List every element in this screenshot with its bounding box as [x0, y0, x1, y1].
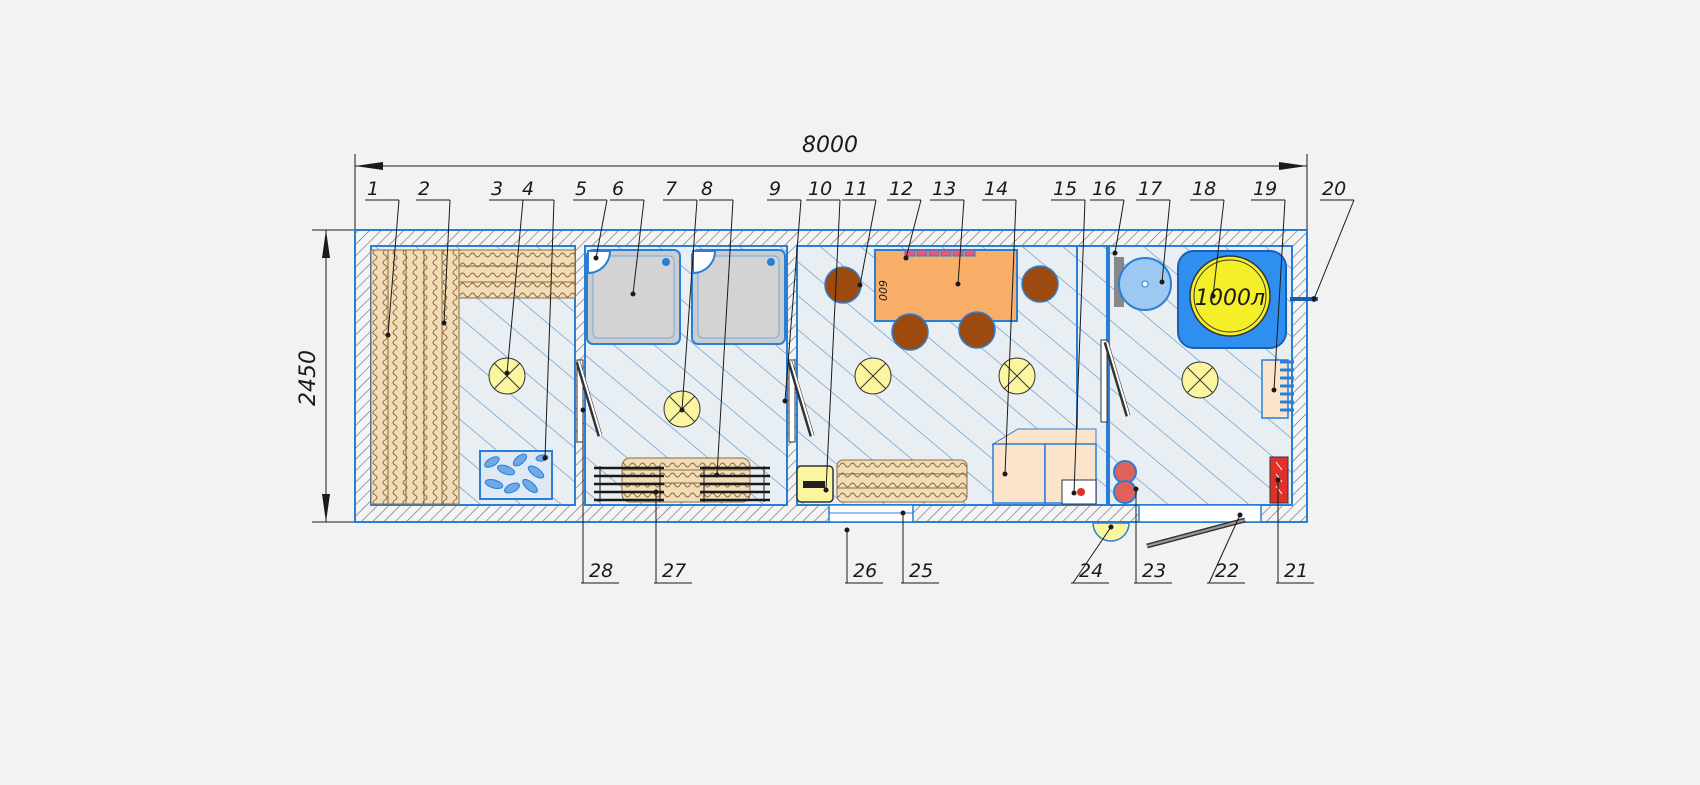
sauna-stove [479, 450, 553, 500]
callout-label: 27 [662, 560, 686, 582]
entrance-door [1138, 504, 1262, 549]
callout-2: 2 [416, 178, 451, 326]
cabinet-left [992, 443, 1046, 504]
dimension-width: 2450 [296, 229, 355, 523]
callout-14: 14 [982, 178, 1017, 477]
door-tech [1100, 339, 1131, 423]
horizontal-bench [458, 249, 576, 299]
callout-6: 6 [610, 178, 645, 297]
callout-label: 7 [665, 178, 677, 200]
callout-label: 13 [932, 178, 956, 200]
callout-22: 22 [1207, 512, 1245, 584]
dining-set: 600 [824, 249, 1059, 351]
callout-label: 3 [491, 178, 503, 200]
boiler [1114, 257, 1172, 311]
callout-3: 3 [489, 178, 524, 376]
lamp-rest-left [854, 357, 892, 395]
socket [1061, 479, 1097, 505]
callout-7: 7 [663, 178, 698, 413]
callout-9: 9 [767, 178, 802, 404]
wall-lamp [1092, 522, 1130, 542]
callout-label: 8 [701, 178, 713, 200]
callout-label: 25 [909, 560, 933, 582]
callout-label: 6 [612, 178, 624, 200]
callout-11: 11 [842, 178, 877, 288]
callout-label: 15 [1053, 178, 1077, 200]
callout-label: 17 [1138, 178, 1162, 200]
callout-24: 24 [1071, 524, 1114, 584]
callout-label: 24 [1079, 560, 1103, 582]
chair [1021, 265, 1059, 303]
callout-26: 26 [844, 527, 883, 584]
callout-13: 13 [930, 178, 965, 287]
electrical-panel [796, 465, 834, 503]
callout-label: 4 [522, 178, 534, 200]
callout-label: 23 [1142, 560, 1166, 582]
callout-label: 19 [1253, 178, 1277, 200]
chairs [824, 265, 1059, 351]
callout-21: 21 [1275, 477, 1314, 584]
callout-label: 10 [808, 178, 832, 200]
interior-doors [575, 339, 1131, 443]
callout-20: 20 [1311, 178, 1355, 302]
callout-16: 16 [1090, 178, 1125, 256]
callout-8: 8 [699, 178, 734, 478]
callout-label: 5 [575, 178, 587, 200]
callout-label: 18 [1192, 178, 1216, 200]
callout-28: 28 [580, 407, 619, 584]
dimension-length-label: 8000 [802, 133, 858, 158]
callout-label: 14 [984, 178, 1008, 200]
door-shower [787, 359, 815, 443]
window-bottom [828, 504, 914, 523]
water-tank: 1000л [1177, 250, 1287, 349]
lamp-rest-right [998, 357, 1036, 395]
callout-1: 1 [365, 178, 400, 338]
callout-label: 11 [844, 178, 868, 200]
callout-label: 1 [367, 178, 379, 200]
cabinets [991, 428, 1097, 505]
callout-label: 9 [769, 178, 781, 200]
chair [891, 313, 929, 351]
callout-label: 20 [1322, 178, 1346, 200]
callout-label: 2 [418, 178, 430, 200]
gas-cylinders [1113, 460, 1137, 504]
callout-5: 5 [573, 178, 608, 261]
lamp-tech [1181, 361, 1219, 399]
rest-bench [836, 459, 968, 503]
ceiling-lamps [488, 357, 1219, 428]
callout-label: 16 [1092, 178, 1116, 200]
callout-23: 23 [1133, 486, 1172, 584]
callout-4: 4 [520, 178, 555, 461]
tank-capacity-label: 1000л [1195, 286, 1265, 311]
shower-trays [586, 249, 786, 345]
table-dimension-label: 600 [876, 280, 889, 301]
callout-12: 12 [887, 178, 922, 261]
dimension-width-label: 2450 [296, 350, 321, 406]
callout-25: 25 [900, 510, 939, 584]
callout-15: 15 [1051, 178, 1086, 496]
dimension-length: 8000 [354, 133, 1308, 230]
callout-10: 10 [806, 178, 841, 493]
door-sauna [575, 359, 603, 443]
callout-19: 19 [1251, 178, 1286, 393]
callout-17: 17 [1136, 178, 1171, 285]
callout-label: 12 [889, 178, 913, 200]
chair [824, 266, 862, 304]
callout-label: 21 [1284, 560, 1308, 582]
chair [958, 311, 996, 349]
sauna-shelves [370, 249, 576, 505]
vertical-bench [370, 249, 460, 505]
callout-label: 26 [853, 560, 877, 582]
callout-label: 28 [589, 560, 613, 582]
callout-18: 18 [1190, 178, 1225, 299]
table [874, 249, 1018, 322]
callout-label: 22 [1215, 560, 1239, 582]
callout-27: 27 [653, 489, 692, 584]
lamp-sauna [488, 357, 526, 395]
